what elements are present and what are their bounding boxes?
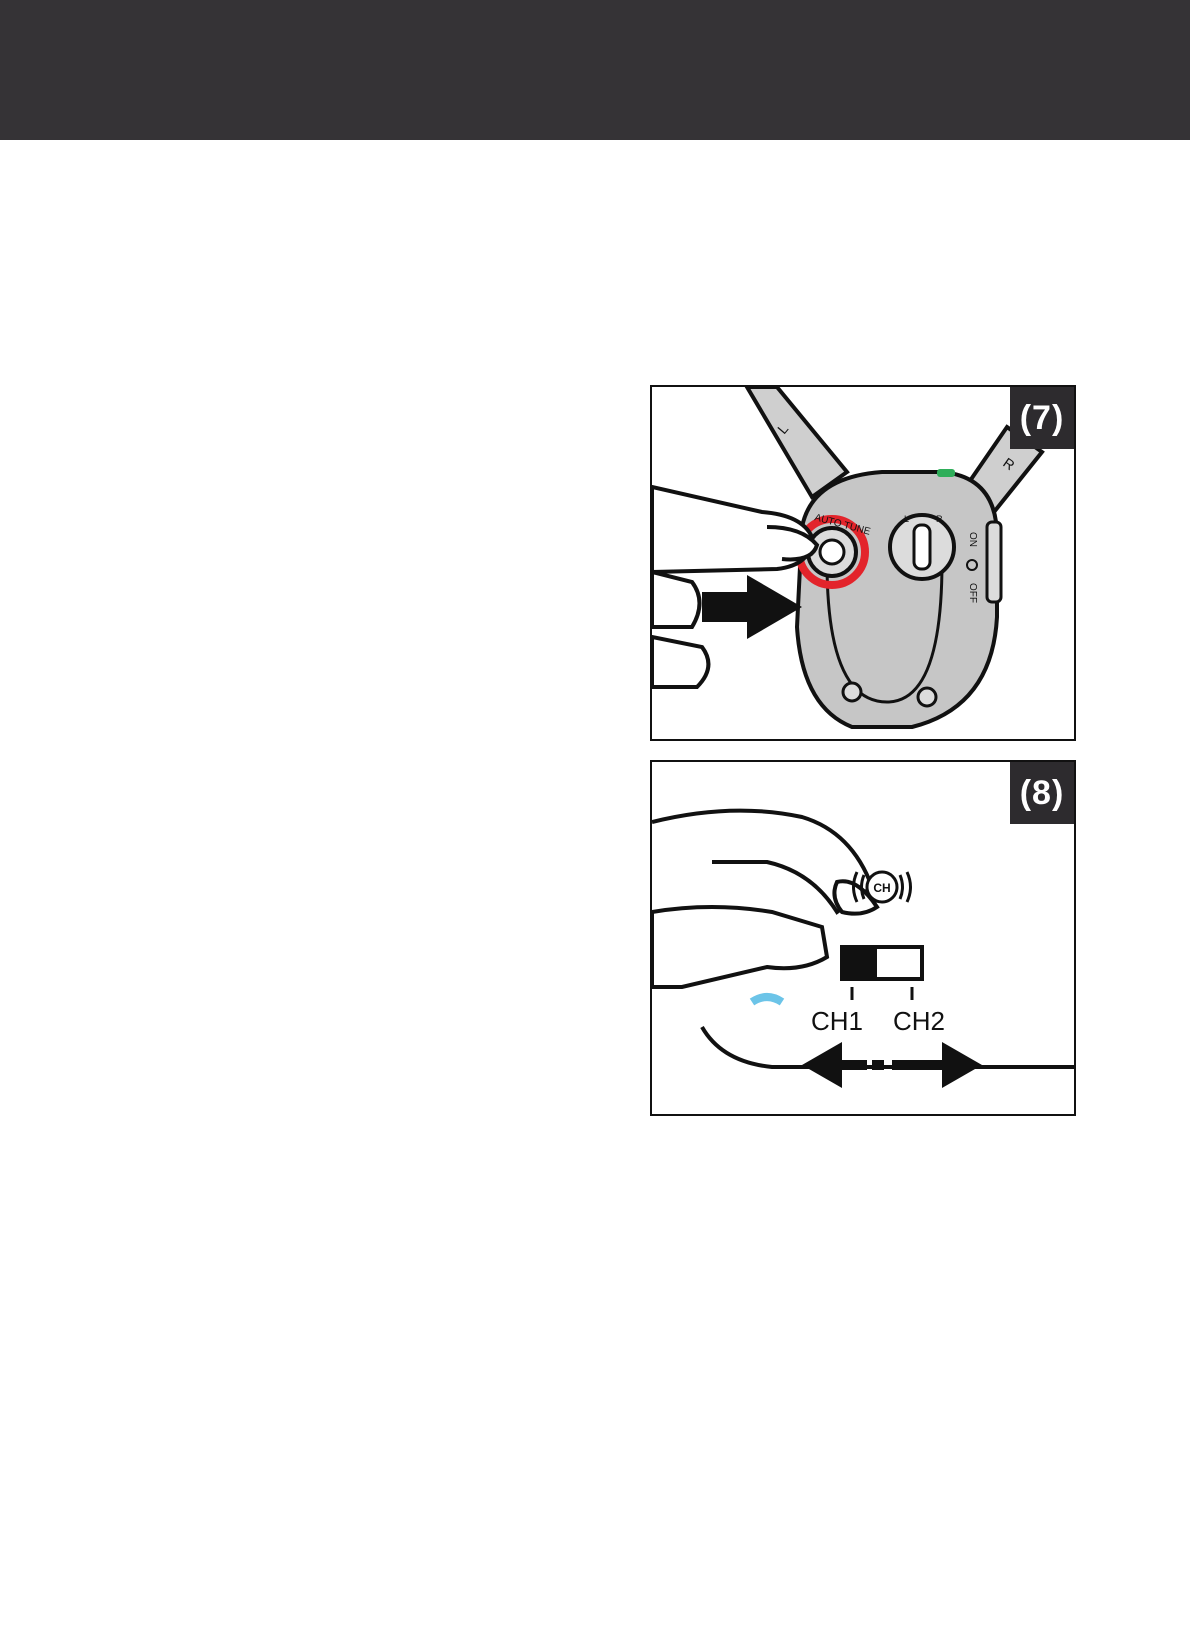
arrow-dash <box>872 1060 884 1070</box>
channel-switch-knob[interactable] <box>842 947 877 979</box>
power-off-label: OFF <box>967 583 978 603</box>
volume-dial-grip <box>914 525 930 569</box>
ch-icon-label: CH <box>873 881 890 895</box>
curled-finger-1 <box>652 572 700 627</box>
left-headband-arm <box>747 387 847 497</box>
earcup-edge <box>702 1027 1074 1067</box>
figure-badge: (8) <box>1010 762 1074 824</box>
power-on-label: ON <box>967 532 978 547</box>
figure-8-channel-select: CH CH1 CH2 (8) <box>650 760 1076 1116</box>
left-arrow <box>802 1042 867 1088</box>
ch2-label: CH2 <box>893 1006 945 1036</box>
figure-7-auto-tune: L R AUTO TUNE L R ON OFF (7) <box>650 385 1076 741</box>
volume-right-label: R <box>936 514 943 524</box>
push-arrow <box>702 575 802 639</box>
curled-finger-2 <box>652 637 708 687</box>
auto-tune-button-cap <box>820 540 844 564</box>
right-arrow <box>892 1042 982 1088</box>
indicator-light <box>937 469 955 477</box>
switch-dot <box>752 997 782 1002</box>
volume-left-label: L <box>904 514 909 524</box>
screw-hole-left <box>843 683 861 701</box>
ch1-label: CH1 <box>811 1006 863 1036</box>
hand-lower-fingers <box>652 907 827 987</box>
figure-badge: (7) <box>1010 387 1074 449</box>
header-band <box>0 0 1190 140</box>
power-switch[interactable] <box>987 522 1001 602</box>
screw-hole-right <box>918 688 936 706</box>
